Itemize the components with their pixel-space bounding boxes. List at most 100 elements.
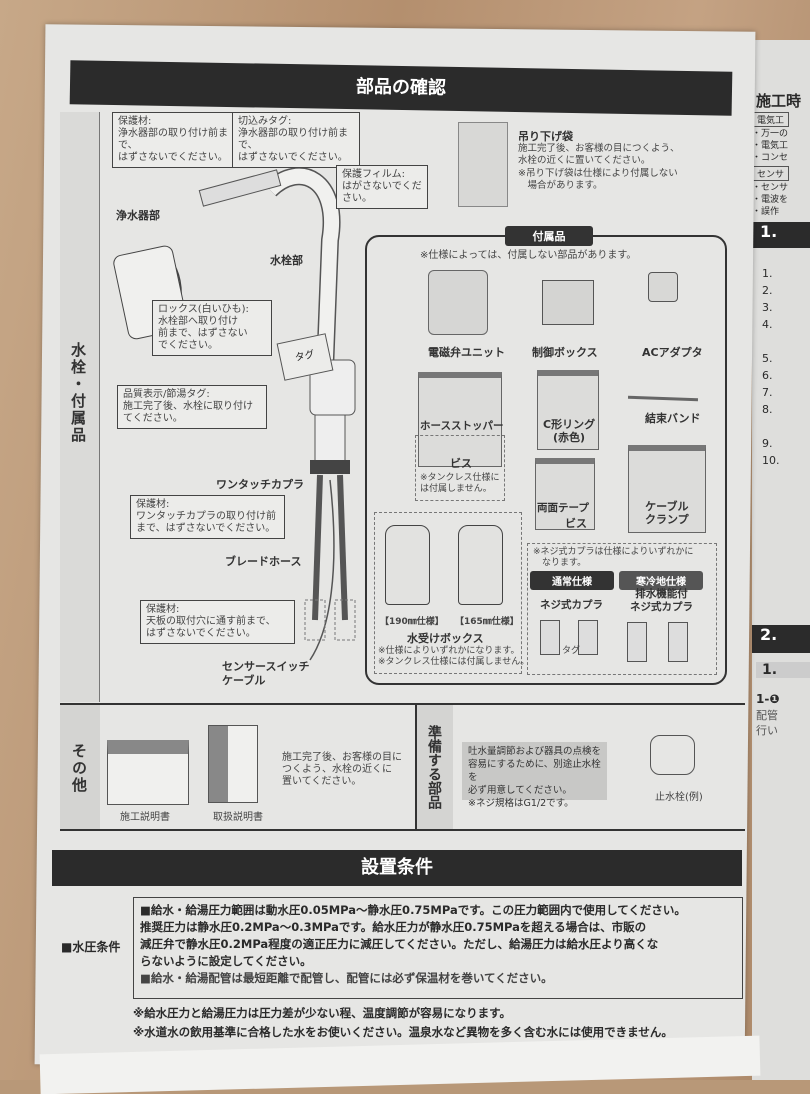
- tape-bag: [535, 458, 595, 530]
- water-box-note: ※仕様によりいずれかになります。 ※タンクレス仕様には付属しません。: [378, 646, 530, 667]
- step: 3.: [762, 301, 773, 314]
- right-sub: 1.: [756, 662, 810, 678]
- callout-quality-tag: 品質表示/節湯タグ: 施工完了後、水栓に取り付け てください。: [117, 385, 267, 429]
- callout-cut-tag: 切込みタグ: 浄水器部の取り付け前まで、 はずさないでください。: [232, 112, 360, 168]
- conditions-note1: ※給水圧力と給湯圧力は圧力差が少ない程、温度調節が容易になります。: [133, 1006, 512, 1020]
- screw-coupler-label: ネジ式カプラ: [540, 599, 603, 611]
- c-ring-label: C形リング (赤色): [543, 418, 596, 444]
- coupler-area: [527, 543, 717, 675]
- other-side-label: その他: [70, 743, 88, 794]
- hanging-bag-text: 施工完了後、お客様の目につくよう、 水栓の近くに置いてください。: [518, 143, 680, 166]
- side-label-column: 水栓・付属品: [60, 112, 100, 702]
- right-section1: 1.: [752, 222, 810, 248]
- conditions-note2: ※水道水の飲用基準に合格した水をお使いください。温泉水など異物を多く含む水には使…: [133, 1025, 673, 1039]
- prepare-note: 吐水量調節および器具の点検を 容易にするために、別途止水栓を 必ず用意してくださ…: [462, 742, 607, 809]
- prepare-side-label: 準備する部品: [426, 725, 442, 809]
- conditions-header: 設置条件: [52, 850, 742, 886]
- water-box-label: 水受けボックス: [407, 632, 484, 645]
- ac-adapter-image: [648, 272, 678, 302]
- stop-valve-image: [650, 735, 695, 775]
- right-line: ・センサ: [752, 183, 789, 193]
- normal-spec-badge: 通常仕様: [530, 571, 614, 590]
- label-one-touch-coupler: ワンタッチカプラ: [216, 478, 304, 491]
- right-line: ・電波を: [752, 195, 789, 205]
- right-lines1: ・万一の・電気工・コンセ: [752, 128, 788, 164]
- step: 7.: [762, 386, 773, 399]
- callout-protect-coupler: 保護材: ワンタッチカプラの取り付け前 まで、はずさないでください。: [130, 495, 285, 539]
- label-braided-hose: ブレードホース: [225, 555, 302, 568]
- other-label-column: その他: [60, 705, 100, 829]
- conditions-box: ■給水・給湯圧力範囲は動水圧0.05MPa～静水圧0.75MPaです。この圧力範…: [133, 897, 743, 999]
- double-tape-label: 両面テープ: [537, 502, 589, 514]
- accessories-title: 付属品: [505, 226, 593, 246]
- drain-coupler-label: 排水機能付 ネジ式カプラ: [630, 588, 693, 613]
- coupler-note: ※ネジ式カプラは仕様によりいずれかに なります。: [533, 547, 694, 568]
- right-section2: 2.: [752, 625, 810, 653]
- right-text-line: 行い: [756, 724, 778, 737]
- coupler-image-4: [668, 622, 688, 662]
- screw-label: ビス: [450, 457, 472, 470]
- screw-dashed-area: [415, 435, 505, 501]
- piping-text: ■給水・給湯配管は最短距離で配管し、配管には必ず保温材を巻いてください。: [140, 971, 553, 985]
- coupler-image-2: [578, 620, 598, 655]
- right-text: 配管行い: [756, 708, 778, 738]
- hose-stopper-bag: [418, 372, 502, 467]
- callout-protect-film: 保護フィルム: はがさないでください。: [336, 165, 428, 209]
- user-manual-label: 取扱説明書: [213, 812, 263, 823]
- install-manual-image: [107, 740, 189, 805]
- other-note: 施工完了後、お客様の目に つくよう、水栓の近くに 置いてください。: [282, 752, 402, 787]
- right-line: ・電気工: [752, 141, 789, 151]
- pressure-range-text: ■給水・給湯圧力範囲は動水圧0.05MPa～静水圧0.75MPaです。この圧力範…: [140, 903, 686, 968]
- right-lines2: ・センサ・電波を・誤作: [752, 182, 788, 218]
- label-purifier: 浄水器部: [116, 209, 160, 222]
- user-manual-image: [208, 725, 258, 803]
- prepare-label-column: 準備する部品: [417, 705, 453, 829]
- tankless-note: ※タンクレス仕様に は付属しません。: [420, 473, 500, 494]
- right-text-line: 配管: [756, 709, 778, 722]
- right-line: ・コンセ: [752, 153, 789, 163]
- label-faucet: 水栓部: [270, 254, 303, 267]
- stop-valve-label: 止水栓(例): [655, 792, 703, 803]
- box-165-label: 【165㎜仕様】: [455, 617, 519, 627]
- control-box-label: 制御ボックス: [532, 346, 598, 359]
- cable-tie-label: 結束バンド: [645, 412, 701, 425]
- step: 8.: [762, 403, 773, 416]
- solenoid-label: 電磁弁ユニット: [428, 346, 505, 359]
- accessories-note: ※仕様によっては、付属しない部品があります。: [420, 250, 637, 261]
- conditions-label-cell: ■水圧条件: [56, 886, 136, 1001]
- right-sub2: 1-❶: [756, 692, 780, 706]
- screw2-label: ビス: [565, 517, 587, 530]
- pressure-condition-label: ■水圧条件: [61, 940, 121, 954]
- label-sensor-cable: センサースイッチ ケーブル: [222, 660, 310, 687]
- step: 6.: [762, 369, 773, 382]
- step: 4.: [762, 318, 773, 331]
- coupler-image-1: [540, 620, 560, 655]
- step: 5.: [762, 352, 773, 365]
- cable-clamp-label: ケーブル クランプ: [645, 500, 689, 526]
- water-box-190-image: [385, 525, 430, 605]
- callout-protect-hole: 保護材: 天板の取付穴に通す前まで、 はずさないでください。: [140, 600, 295, 644]
- water-box-165-image: [458, 525, 503, 605]
- callout-protect-purifier: 保護材: 浄水器部の取り付け前まで、 はずさないでください。: [112, 112, 240, 168]
- solenoid-image: [428, 270, 488, 335]
- cable-clamp-bag: [628, 445, 706, 533]
- ac-adapter-label: ACアダプタ: [642, 346, 703, 359]
- hanging-bag-image: [458, 122, 508, 207]
- right-line: ・誤作: [752, 207, 780, 217]
- install-manual-label: 施工説明書: [120, 812, 170, 823]
- row-divider: [415, 703, 417, 831]
- right-box2: センサ: [752, 166, 790, 181]
- right-line: ・万一の: [752, 129, 789, 139]
- step: 9.: [762, 437, 773, 450]
- side-label-faucet: 水栓・付属品: [69, 342, 87, 444]
- step: 10.: [762, 454, 780, 467]
- hose-stopper-label: ホースストッパー: [420, 420, 504, 432]
- cold-spec-badge: 寒冷地仕様: [619, 571, 703, 590]
- water-box-area: [374, 512, 522, 674]
- hanging-bag-note: ※吊り下げ袋は仕様により付属しない 場合があります。: [518, 168, 678, 191]
- control-box-image: [542, 280, 594, 325]
- right-title: 施工時: [756, 92, 802, 110]
- coupler-image-3: [627, 622, 647, 662]
- coupler-tag-label: タグ: [562, 646, 581, 656]
- hanging-bag-title: 吊り下げ袋: [518, 130, 573, 143]
